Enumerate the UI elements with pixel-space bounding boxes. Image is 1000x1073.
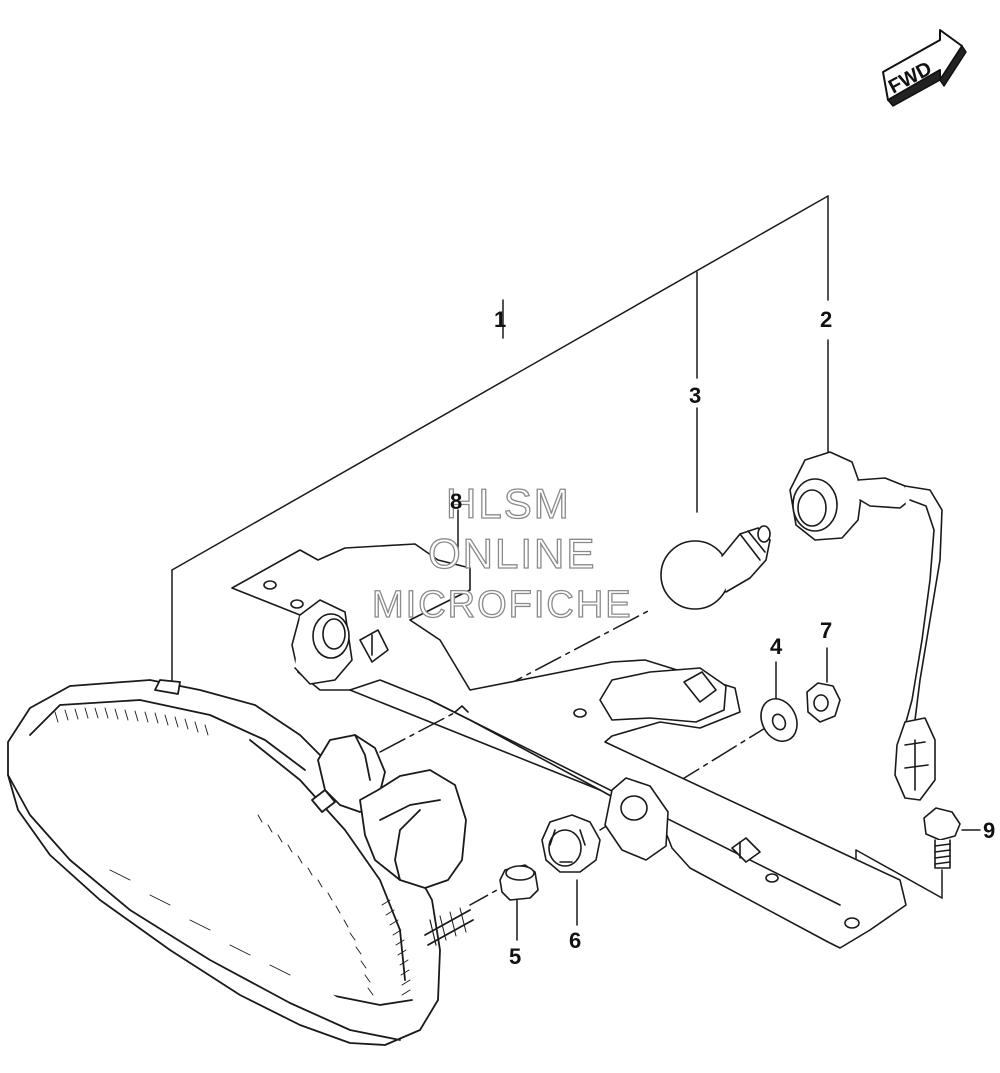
watermark-line-1: HLSM <box>445 480 571 527</box>
callout-9: 9 <box>983 818 996 843</box>
callout-4: 4 <box>770 634 783 659</box>
callout-6: 6 <box>569 928 582 953</box>
callout-7: 7 <box>820 618 833 643</box>
grommet <box>541 814 601 873</box>
callout-3: 3 <box>689 383 702 408</box>
tail-light-bracket <box>231 543 907 949</box>
washer <box>760 698 798 742</box>
bulb-socket-harness <box>789 451 943 801</box>
fwd-arrow-icon: FWD <box>882 29 967 107</box>
tail-light-lens <box>7 679 474 1046</box>
nut <box>806 682 841 723</box>
callout-8: 8 <box>450 489 463 514</box>
watermark-line-3: MICROFICHE <box>371 584 633 626</box>
bulb <box>660 525 771 610</box>
callout-1: 1 <box>494 307 507 332</box>
callout-2: 2 <box>820 307 833 332</box>
bolt <box>923 807 961 869</box>
watermark-line-2: ONLINE <box>427 530 597 577</box>
callout-5: 5 <box>509 944 522 969</box>
collar <box>499 864 539 901</box>
